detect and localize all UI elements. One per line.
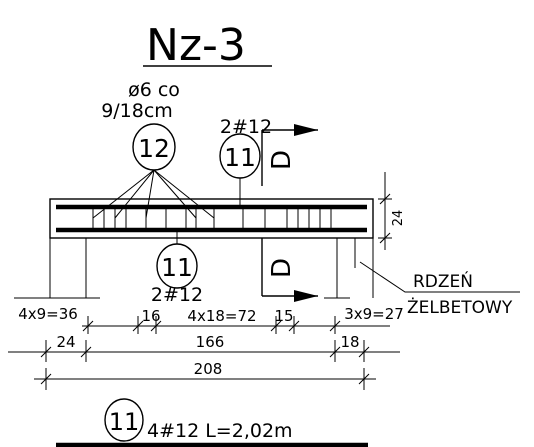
supports xyxy=(49,238,374,298)
stirrup-leader xyxy=(114,169,155,219)
height-dim-label: 24 xyxy=(391,210,406,227)
beam-outline xyxy=(49,198,374,239)
bottom-bar-mark-circle xyxy=(156,243,198,289)
bottom-bar-count: 2#12 xyxy=(151,284,203,306)
stirrup-mark: 12 xyxy=(138,134,170,163)
schedule-mark-circle xyxy=(104,398,144,442)
bar-schedule-text: 4#12 L=2,02m xyxy=(147,420,293,442)
top-bar-mark: 11 xyxy=(224,143,256,172)
stirrup-leader xyxy=(145,169,155,219)
height-dimension xyxy=(378,172,392,250)
dim-row-bars xyxy=(8,340,400,362)
dim-mid-spacing: 4x18=72 xyxy=(187,307,256,325)
drawing-title: Nz-3 xyxy=(146,20,246,71)
core-label-line2: ŻELBETOWY xyxy=(407,297,513,318)
stirrup-leader xyxy=(153,169,197,219)
stirrup-leader xyxy=(153,169,215,219)
dim-16: 16 xyxy=(141,307,160,325)
stirrup-spec-line1: ø6 co xyxy=(128,79,180,101)
stirrups xyxy=(92,207,332,230)
dim-left-spacing: 4x9=36 xyxy=(18,305,78,323)
stirrup-leader xyxy=(92,169,155,219)
dim-row-total xyxy=(34,368,376,390)
dim-18: 18 xyxy=(340,333,359,351)
section-label-top: D xyxy=(267,150,297,170)
section-label-bottom: D xyxy=(267,258,297,278)
section-arrowhead-top xyxy=(294,124,318,136)
section-arrowhead-bottom xyxy=(294,290,318,302)
core-label-line1: RDZEŃ xyxy=(413,270,473,292)
dim-15: 15 xyxy=(274,307,293,325)
stirrup-spec-line2: 9/18cm xyxy=(101,100,173,122)
schedule-mark: 11 xyxy=(109,408,140,436)
top-bar-count: 2#12 xyxy=(220,116,272,138)
core-label-leader xyxy=(359,261,520,293)
dim-24: 24 xyxy=(56,333,75,351)
dim-166: 166 xyxy=(196,333,225,351)
dim-208: 208 xyxy=(194,360,223,378)
dim-right-spacing: 3x9=27 xyxy=(344,305,404,323)
dim-row-spacing xyxy=(14,297,390,334)
bottom-bar-mark: 11 xyxy=(161,253,193,282)
